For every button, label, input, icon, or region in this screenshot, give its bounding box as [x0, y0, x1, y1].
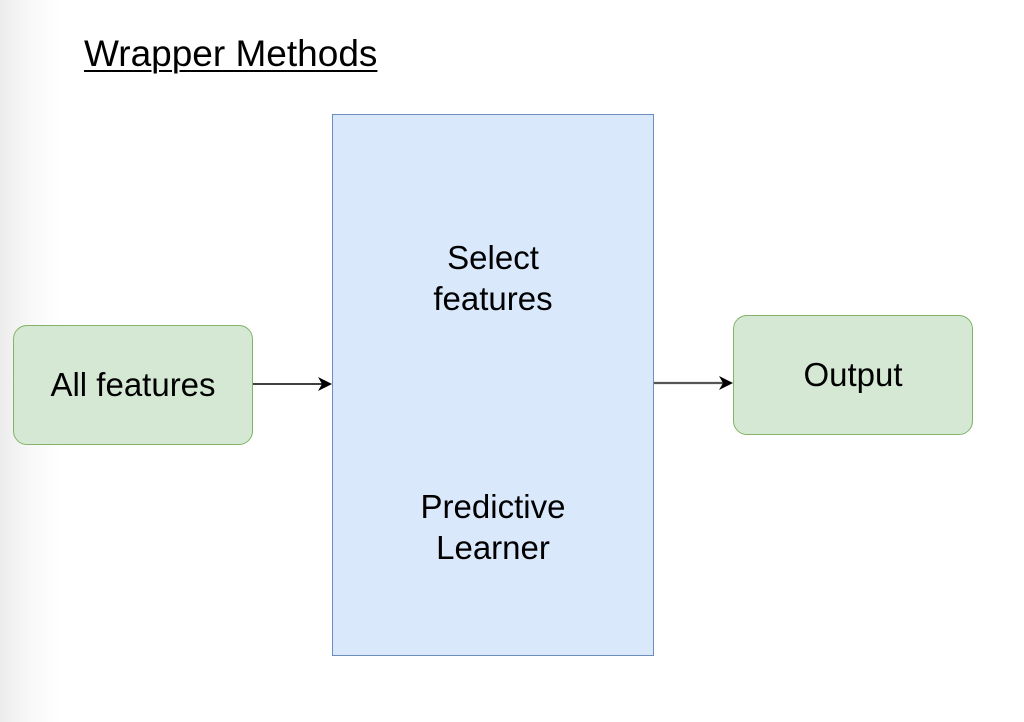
output-node: Output — [733, 315, 973, 435]
arrow-all-features-to-wrapper — [253, 377, 332, 391]
arrow-wrapper-to-output — [654, 376, 733, 390]
wrapper-method-node: Select features Predictive Learner — [332, 114, 654, 656]
all-features-label: All features — [50, 366, 216, 403]
output-label: Output — [803, 356, 903, 393]
predictive-learner-label: Predictive Learner — [420, 488, 566, 566]
all-features-node: All features — [13, 325, 253, 445]
diagram-title: Wrapper Methods — [84, 33, 378, 74]
select-features-label: Select features — [433, 239, 553, 317]
